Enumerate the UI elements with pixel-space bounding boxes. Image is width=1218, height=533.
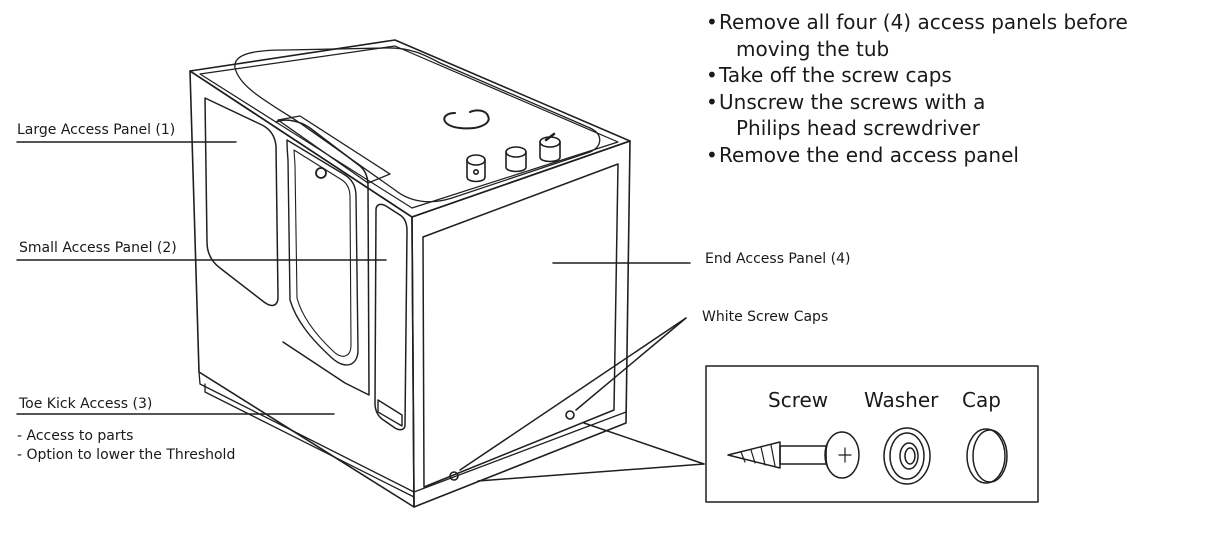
toe-kick-note-threshold: - Option to lower the Threshold	[17, 447, 236, 463]
leader-screw-cap-2	[575, 317, 687, 411]
instruction-continuation: Philips head screwdriver	[736, 116, 980, 141]
bullet-icon: •	[706, 142, 718, 167]
instruction-item: •Remove all four (4) access panels befor…	[706, 9, 1128, 36]
bullet-icon: •	[706, 10, 718, 34]
bullet-icon: •	[706, 89, 718, 114]
door-handle-icon	[315, 167, 327, 179]
tub-door	[275, 119, 370, 396]
large-access-panel-label: Large Access Panel (1)	[17, 122, 176, 138]
large-access-panel	[204, 97, 279, 307]
washer-label: Washer	[864, 388, 939, 412]
white-screw-caps-label: White Screw Caps	[702, 309, 829, 325]
screw-label: Screw	[768, 388, 829, 412]
instruction-continuation: moving the tub	[736, 36, 890, 61]
cap-label: Cap	[962, 388, 1001, 412]
instruction-item: •Unscrew the screws with a	[706, 89, 1128, 116]
instruction-item: •Remove the end access panel	[706, 142, 1128, 169]
toe-kick-base	[204, 383, 415, 498]
screw-cap-side-icon	[565, 410, 575, 420]
tub-top-rim	[199, 45, 619, 209]
small-panel-tab	[377, 399, 403, 427]
cap-icon	[966, 428, 1008, 484]
washer-icon	[883, 427, 931, 485]
end-access-panel	[422, 163, 619, 488]
door-inner-frame	[286, 139, 359, 366]
faucet-ring-icon	[443, 109, 490, 130]
instruction-text: Unscrew the screws with a	[719, 89, 986, 114]
instruction-text: Remove the end access panel	[719, 142, 1019, 167]
screw-cap-bottom-icon	[449, 471, 459, 481]
tub-end-side	[411, 140, 631, 508]
small-access-panel	[374, 203, 408, 431]
control-valves-icon	[466, 132, 561, 183]
callout-leaders	[16, 141, 705, 482]
toe-kick-access-label: Toe Kick Access (3)	[19, 396, 153, 412]
leader-hardware-1	[477, 463, 705, 482]
instruction-text: Take off the screw caps	[719, 63, 952, 88]
leader-screw-cap-1	[459, 317, 687, 471]
basin-opening	[234, 47, 601, 203]
door-inner-frame-2	[293, 149, 352, 357]
door-latch-strip	[277, 115, 391, 184]
instruction-list: •Remove all four (4) access panels befor…	[706, 9, 1128, 169]
screw-icon	[727, 431, 860, 479]
leader-hardware-2	[583, 422, 705, 465]
end-access-panel-label: End Access Panel (4)	[705, 251, 851, 267]
instruction-text: Remove all four (4) access panels before	[719, 10, 1128, 34]
small-access-panel-label: Small Access Panel (2)	[19, 240, 177, 256]
toe-kick-note-parts: - Access to parts	[17, 428, 134, 444]
instruction-item: •Take off the screw caps	[706, 62, 1128, 89]
hardware-detail	[705, 365, 1039, 503]
tub-body	[189, 39, 631, 508]
hardware-detail-box	[705, 365, 1039, 503]
bullet-icon: •	[706, 63, 718, 88]
